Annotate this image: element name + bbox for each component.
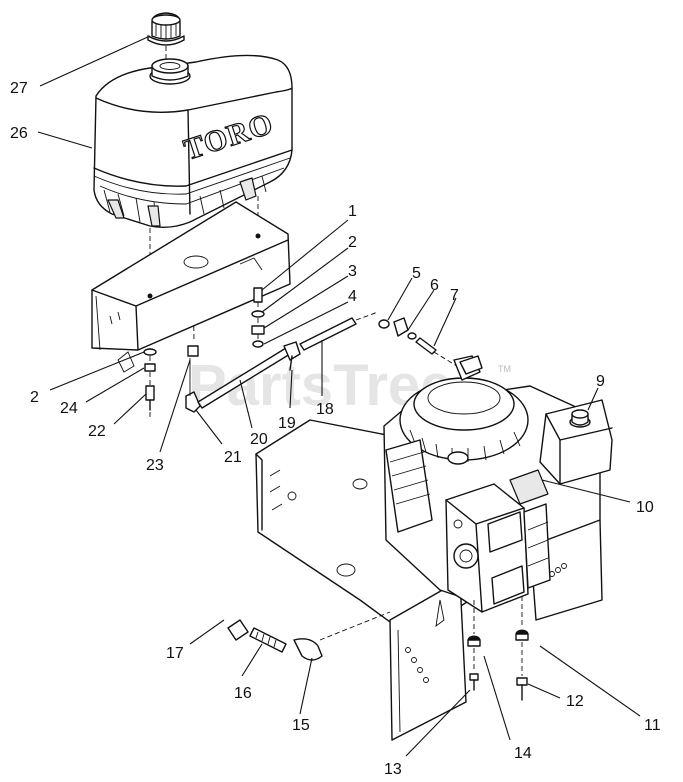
fuel-cap[interactable] <box>147 12 185 62</box>
callout-14: 14 <box>514 745 532 762</box>
watermark-trademark: TM <box>498 364 511 374</box>
callout-9: 9 <box>596 373 605 390</box>
callout-11: 11 <box>644 717 661 734</box>
leader-lines <box>37 35 641 757</box>
callout-23: 23 <box>146 457 164 474</box>
callout-5: 5 <box>412 265 421 282</box>
fuel-line-assembly[interactable] <box>185 311 461 413</box>
callout-2-upper: 2 <box>348 234 357 251</box>
callout-20: 20 <box>250 431 268 448</box>
callout-19: 19 <box>278 415 296 432</box>
callout-27: 27 <box>10 80 28 97</box>
callout-24: 24 <box>60 400 78 417</box>
callout-22: 22 <box>88 423 106 440</box>
callout-4: 4 <box>348 288 357 305</box>
callout-labels: 27 26 1 2 3 4 5 6 7 9 10 2 24 22 23 21 2… <box>10 80 661 778</box>
tank-support-bracket <box>91 201 291 373</box>
callout-2-lower: 2 <box>30 389 39 406</box>
callout-15: 15 <box>292 717 310 734</box>
callout-12: 12 <box>566 693 584 710</box>
callout-21: 21 <box>224 449 242 466</box>
callout-10: 10 <box>636 499 654 516</box>
mount-bolt-left[interactable] <box>467 600 481 691</box>
callout-17: 17 <box>166 645 184 662</box>
hardware-stack-right[interactable] <box>251 287 265 348</box>
callout-1: 1 <box>348 203 357 220</box>
return-hose-assembly[interactable] <box>227 611 391 661</box>
mount-bolt-right[interactable] <box>515 596 529 701</box>
callout-18: 18 <box>316 401 334 418</box>
engine[interactable] <box>383 355 613 613</box>
callout-16: 16 <box>234 685 252 702</box>
callout-6: 6 <box>430 277 439 294</box>
fuel-tank[interactable]: TORO <box>93 54 293 229</box>
callout-7: 7 <box>450 287 459 304</box>
callout-13: 13 <box>384 761 402 778</box>
callout-26: 26 <box>10 125 28 142</box>
hardware-stack-left[interactable] <box>143 348 157 411</box>
callout-3: 3 <box>348 263 357 280</box>
